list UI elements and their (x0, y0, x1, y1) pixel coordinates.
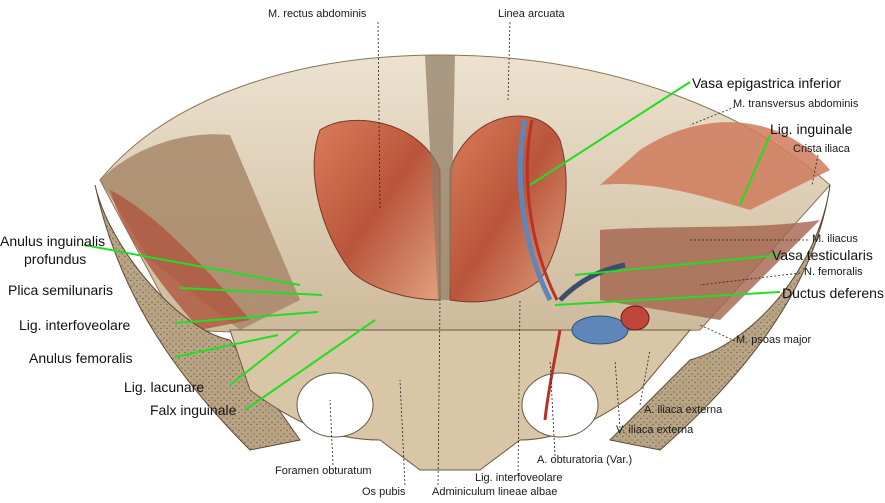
label-lig-interfoveolare-bottom: Lig. interfoveolare (475, 472, 563, 484)
obturator-artery (543, 329, 562, 421)
label-os-pubis: Os pubis (362, 486, 406, 498)
label-lig-inguinale: Lig. inguinale (770, 121, 853, 137)
label-n-femoralis: N. femoralis (804, 266, 863, 278)
right-ilium (608, 184, 831, 451)
dashed-leaders (329, 21, 819, 486)
rectus-left (313, 119, 441, 301)
testicular-vessels (558, 262, 626, 302)
label-m-iliacus: M. iliacus (812, 233, 858, 245)
label-anulus-femoralis: Anulus femoralis (29, 350, 133, 366)
label-plica-semilunaris: Plica semilunaris (8, 282, 114, 298)
label-vasa-epigastrica-inferior: Vasa epigastrica inferior (692, 75, 842, 91)
right-iliacus (600, 220, 820, 320)
left-lateral-muscle (100, 134, 300, 330)
label-rectus-abdominis: M. rectus abdominis (268, 8, 367, 20)
label-a-iliaca-externa: A. iliaca externa (644, 404, 723, 416)
left-iliacus (110, 190, 250, 330)
label-crista-iliaca: Crista iliaca (793, 143, 850, 155)
rectus-right (449, 115, 567, 303)
right-foramen (521, 372, 599, 438)
iliac-artery (620, 305, 650, 331)
iliac-vein (571, 315, 629, 345)
green-leaders (83, 81, 781, 411)
label-anulus-inguinalis: Anulus inguinalis (0, 233, 106, 249)
label-transversus-abdominis: M. transversus abdominis (733, 98, 859, 110)
label-lig-lacunare: Lig. lacunare (124, 379, 205, 395)
label-adminiculum: Adminiculum lineae albae (432, 486, 558, 498)
label-linea-arcuata: Linea arcuata (498, 8, 565, 20)
epigastric-artery (525, 119, 559, 301)
left-foramen (296, 372, 374, 438)
label-v-iliaca-externa: V. iliaca externa (616, 424, 694, 436)
label-psoas-major: M. psoas major (736, 334, 812, 346)
label-ductus-deferens: Ductus deferens (782, 285, 884, 301)
label-a-obturatoria: A. obturatoria (Var.) (537, 454, 633, 466)
label-lig-interfoveolare: Lig. interfoveolare (19, 317, 131, 333)
label-profundus: profundus (24, 251, 87, 267)
right-transversus (600, 122, 830, 210)
label-vasa-testicularis: Vasa testicularis (772, 247, 873, 263)
linea-alba (425, 55, 455, 300)
label-falx-inguinale: Falx inguinale (150, 402, 237, 418)
epigastric-vessel (517, 119, 553, 302)
label-foramen-obturatum: Foramen obturatum (275, 465, 372, 477)
